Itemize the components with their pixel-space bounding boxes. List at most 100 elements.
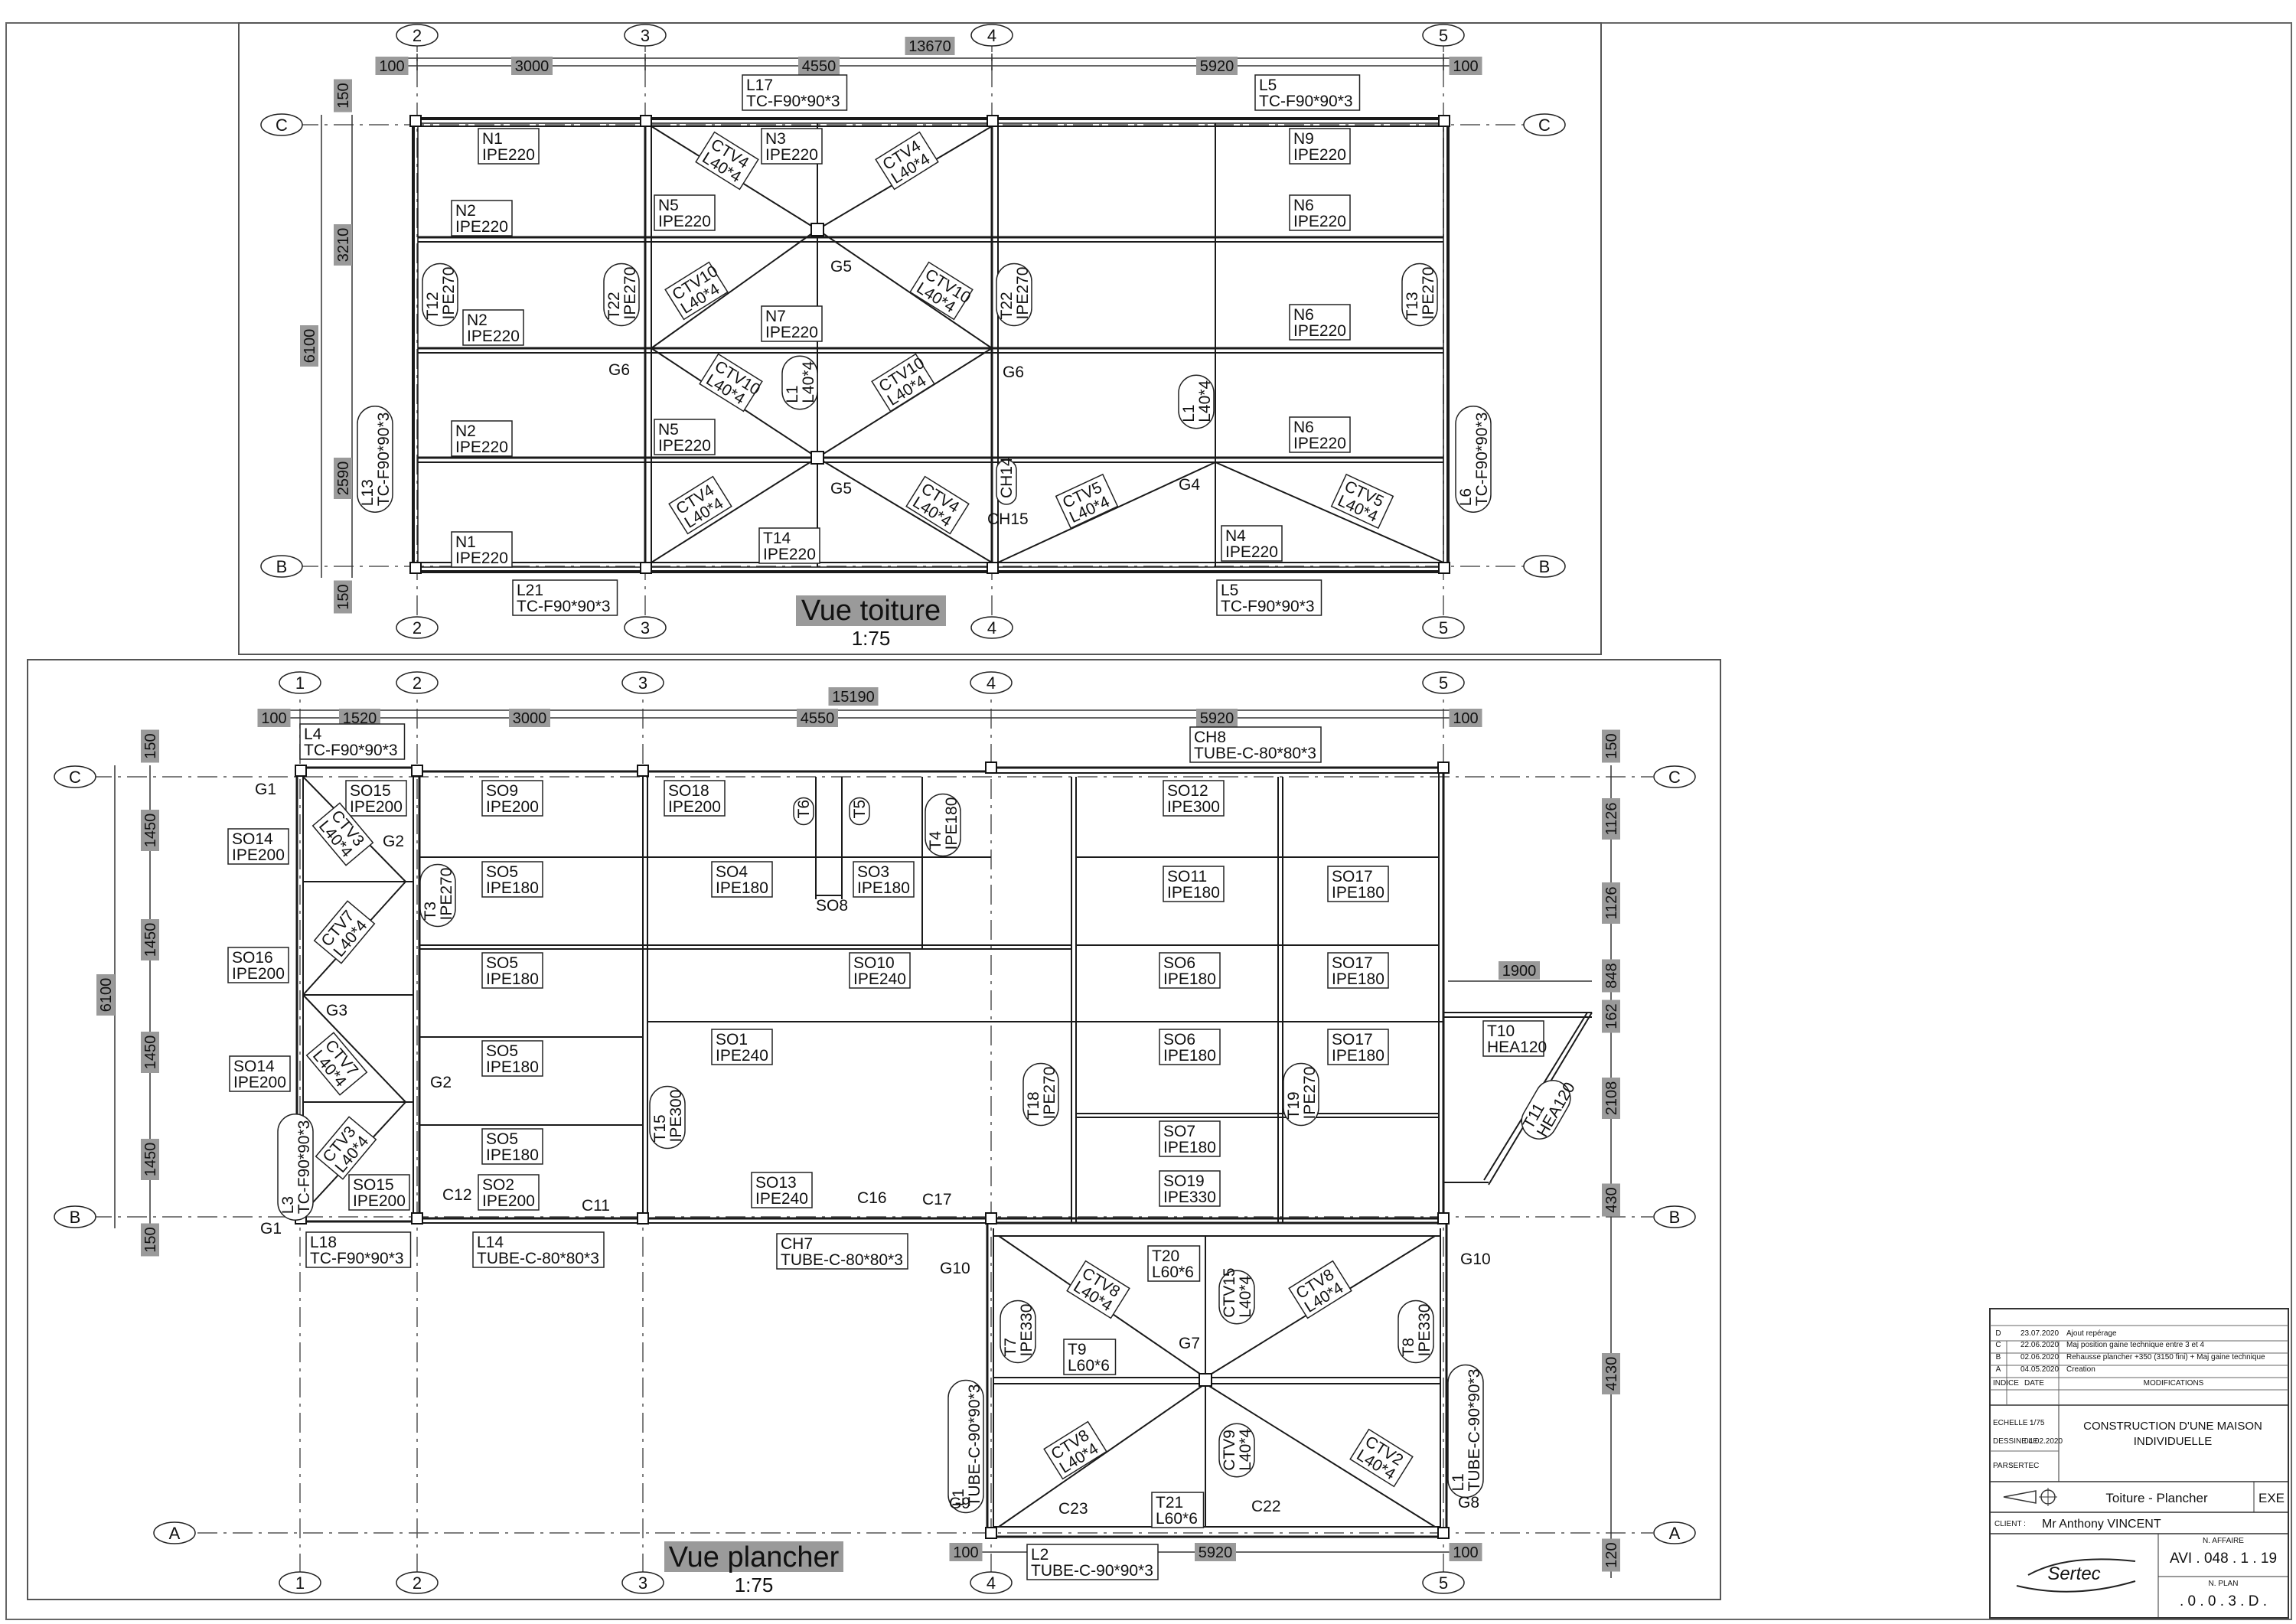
floor-grid-right-C-label: C bbox=[1668, 768, 1681, 787]
floor-node-13: G9 bbox=[949, 1495, 970, 1512]
floor-vtag-8-profile: TC-F90*90*3 bbox=[295, 1120, 313, 1215]
floor-grid-top-4-label: 4 bbox=[987, 673, 996, 693]
floor-dim-top-5-text: 100 bbox=[1453, 710, 1478, 727]
floor-dim-1900: 1900 bbox=[1499, 961, 1540, 980]
roof-tag-5-id: N2 bbox=[455, 202, 476, 220]
floor-dim-top-4-text: 5920 bbox=[1200, 710, 1234, 727]
floor-tag-11-profile: IPE180 bbox=[1332, 884, 1384, 902]
floor-tag-31-profile: TUBE-C-80*80*3 bbox=[781, 1251, 903, 1269]
floor-dim-left-6: 150 bbox=[141, 1223, 159, 1257]
floor-vtag-13-id: L1 bbox=[950, 1489, 967, 1506]
plan-label: N. PLAN bbox=[2209, 1580, 2239, 1588]
floor-tag-3-profile: IPE200 bbox=[486, 798, 539, 816]
floor-tag-35-id: L2 bbox=[1031, 1546, 1049, 1564]
rev-header-mods: MODIFICATIONS bbox=[2144, 1379, 2204, 1388]
floor-node-10: G10 bbox=[940, 1260, 970, 1277]
floor-dim-right-5-text: 2108 bbox=[1603, 1081, 1620, 1116]
floor-tag-5-id: SO12 bbox=[1167, 782, 1208, 800]
roof-tag-4-profile: IPE220 bbox=[1293, 146, 1346, 164]
floor-dim-left-2: 1450 bbox=[141, 919, 159, 960]
floor-dim-left-0: 150 bbox=[141, 729, 159, 763]
floor-tag-7-id: SO5 bbox=[486, 863, 518, 881]
roof-vtag-1-id: T22 bbox=[605, 292, 623, 319]
floor-grid-left-C: C bbox=[54, 765, 96, 788]
roof-tag-15-id: T14 bbox=[763, 530, 791, 547]
roof-node-1: G6 bbox=[608, 361, 630, 379]
floor-dim-left-1: 1450 bbox=[141, 810, 159, 851]
floor-grid-top-5: 5 bbox=[1422, 671, 1465, 694]
roof-vtag-7-id: L6 bbox=[1457, 488, 1475, 506]
roof-grid-right-B: B bbox=[1523, 555, 1566, 578]
floor-vtag-4-profile: IPE300 bbox=[667, 1090, 685, 1143]
roof-tag-7-profile: IPE220 bbox=[1293, 213, 1346, 230]
roof-grid-right-C: C bbox=[1523, 113, 1566, 136]
roof-title-bg bbox=[796, 595, 946, 626]
floor-tag-20-profile: IPE240 bbox=[716, 1047, 768, 1065]
rev-header-index: INDICE bbox=[1993, 1379, 2019, 1388]
roof-grid-left-C-label: C bbox=[276, 116, 288, 135]
floor-tag-6-profile: IPE200 bbox=[232, 846, 285, 864]
floor-tag-11-id: SO17 bbox=[1332, 868, 1373, 885]
floor-vtag-10-profile: IPE330 bbox=[1416, 1304, 1433, 1357]
rev-b-date: 02.06.2020 bbox=[2020, 1353, 2059, 1361]
floor-tag-25-profile: IPE200 bbox=[353, 1192, 406, 1210]
roof-tag-8-id: N2 bbox=[467, 311, 488, 329]
floor-tag-26-profile: IPE200 bbox=[482, 1192, 535, 1210]
floor-tag-2-profile: IPE200 bbox=[350, 798, 403, 816]
floor-tag-30-profile: TUBE-C-80*80*3 bbox=[477, 1250, 599, 1267]
roof-grid-top-2-label: 2 bbox=[413, 26, 422, 45]
rev-header-date: DATE bbox=[2024, 1379, 2044, 1388]
floor-grid-bottom-3: 3 bbox=[621, 1571, 664, 1594]
floor-tag-8-id: SO4 bbox=[716, 863, 748, 881]
roof-tag-0-id: L17 bbox=[746, 77, 773, 94]
floor-grid-top-1: 1 bbox=[279, 671, 321, 694]
roof-grid-top-5-label: 5 bbox=[1439, 26, 1448, 45]
roof-dim-top-4: 100 bbox=[1449, 57, 1482, 75]
floor-tag-19-id: SO5 bbox=[486, 1042, 518, 1060]
floor-grid-bottom-3-label: 3 bbox=[638, 1573, 647, 1593]
floor-grid-bottom-2: 2 bbox=[396, 1571, 439, 1594]
roof-dim-top-1: 3000 bbox=[511, 57, 553, 75]
floor-dim-right-6: 430 bbox=[1602, 1183, 1620, 1217]
client-name: Mr Anthony VINCENT bbox=[2042, 1518, 2161, 1531]
roof-grid-top-5: 5 bbox=[1422, 24, 1465, 47]
floor-tag-24-id: SO7 bbox=[1163, 1123, 1195, 1140]
roof-dim-left-3: 2590 bbox=[334, 458, 352, 499]
roof-node-5: CH15 bbox=[987, 510, 1029, 528]
floor-panel-frame bbox=[27, 659, 1721, 1600]
floor-dim-right-5: 2108 bbox=[1602, 1078, 1620, 1119]
floor-grid-top-2: 2 bbox=[396, 671, 439, 694]
floor-dim-bottom-0-text: 100 bbox=[953, 1544, 978, 1561]
floor-dim-right-0: 150 bbox=[1602, 729, 1620, 763]
rev-d-text: Ajout repérage bbox=[2066, 1329, 2117, 1338]
floor-tag-20-id: SO1 bbox=[716, 1031, 748, 1048]
roof-tag-3-id: N3 bbox=[765, 130, 786, 148]
floor-vtag-12-id: CTV9 bbox=[1221, 1430, 1238, 1471]
floor-tag-22-profile: IPE180 bbox=[1332, 1047, 1384, 1065]
roof-tag-16-profile: IPE220 bbox=[1225, 543, 1278, 561]
floor-tag-7-profile: IPE180 bbox=[486, 879, 539, 897]
rev-c-text: Maj position gaine technique entre 3 et … bbox=[2066, 1341, 2205, 1349]
roof-grid-bottom-3-label: 3 bbox=[641, 618, 650, 638]
roof-tag-0-profile: TC-F90*90*3 bbox=[746, 93, 840, 110]
floor-dim-right-1: 1126 bbox=[1602, 798, 1620, 840]
floor-tag-24-profile: IPE180 bbox=[1163, 1139, 1216, 1156]
